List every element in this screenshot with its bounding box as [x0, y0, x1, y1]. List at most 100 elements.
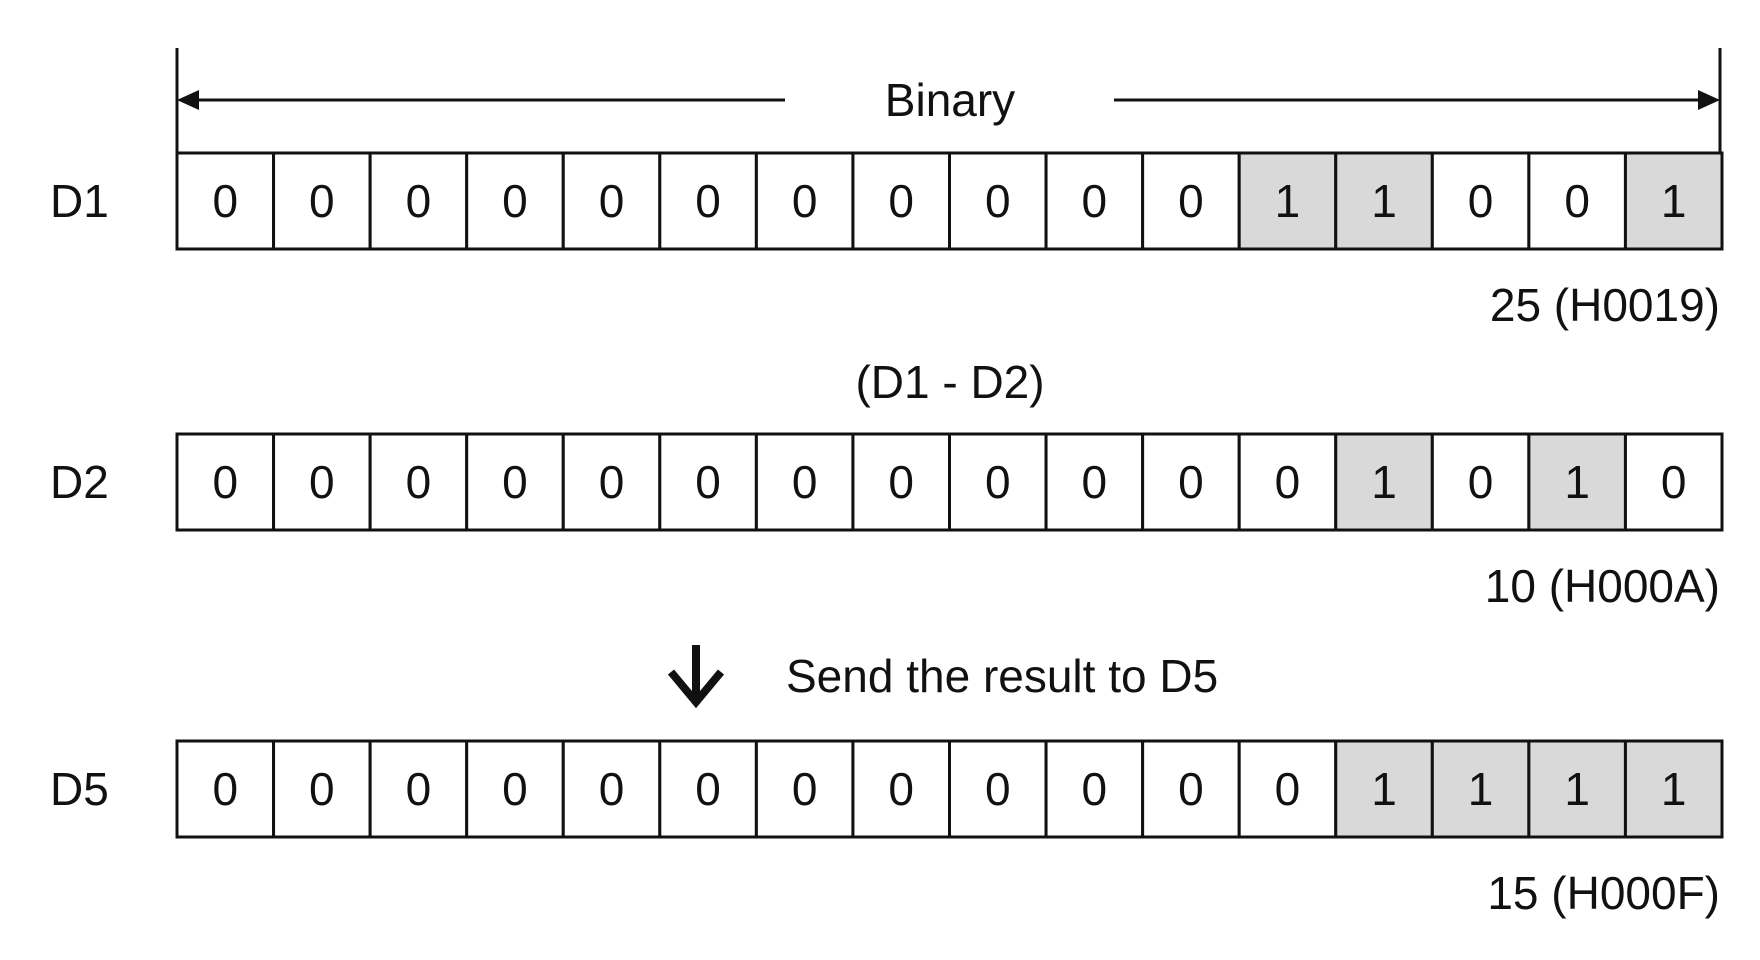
register-value-label: 15 (H000F) [1487, 867, 1720, 919]
bit-value: 0 [1468, 456, 1494, 508]
send-result-note: Send the result to D5 [786, 650, 1218, 702]
bit-cell [1237, 432, 1338, 532]
register-rows: D1 0 0 0 0 0 0 0 0 0 0 0 1 1 0 0 1 25 (H0019) D2 0 0 0 0 0 0 0 0 0 0… [50, 151, 1724, 919]
operation-label: (D1 - D2) [855, 356, 1044, 408]
span-left-arrowhead [177, 90, 199, 110]
bit-cell [175, 432, 276, 532]
bit-value: 0 [985, 175, 1011, 227]
bit-value: 0 [695, 456, 721, 508]
bit-cell [368, 739, 469, 839]
bit-cell [272, 151, 372, 251]
bit-cell [851, 739, 951, 839]
bit-value: 0 [1275, 456, 1301, 508]
register-name: D5 [50, 763, 109, 815]
bit-cell [658, 151, 758, 251]
bit-value: 0 [1178, 175, 1204, 227]
register-row-d1: D1 0 0 0 0 0 0 0 0 0 0 0 1 1 0 0 1 25 (H0019) [50, 151, 1724, 331]
bit-value: 0 [888, 763, 914, 815]
bit-value: 1 [1564, 763, 1590, 815]
bit-value: 0 [1082, 763, 1108, 815]
bit-cell [1141, 151, 1241, 251]
bit-cell [1430, 432, 1531, 532]
bit-cell [658, 432, 758, 532]
bit-value: 0 [212, 456, 238, 508]
bit-value: 1 [1371, 763, 1397, 815]
bit-cell [1334, 432, 1434, 532]
binary-span [175, 48, 1722, 152]
bit-value: 1 [1661, 763, 1687, 815]
bit-cell [1623, 151, 1724, 251]
bit-value: 0 [1082, 175, 1108, 227]
down-arrow-icon [667, 645, 725, 709]
register-value-label: 10 (H000A) [1485, 560, 1720, 612]
bit-cell [175, 151, 276, 251]
bit-value: 1 [1371, 175, 1397, 227]
bit-value: 0 [502, 175, 528, 227]
bit-cell [368, 432, 469, 532]
bit-value: 0 [309, 763, 335, 815]
bit-value: 0 [985, 456, 1011, 508]
bit-value: 0 [502, 763, 528, 815]
bit-value: 0 [599, 175, 625, 227]
bit-value: 0 [212, 175, 238, 227]
bit-value: 0 [888, 175, 914, 227]
bit-value: 0 [985, 763, 1011, 815]
bit-cell [754, 432, 855, 532]
bit-value: 1 [1661, 175, 1687, 227]
bit-cell [465, 432, 565, 532]
bit-cell [561, 151, 662, 251]
bit-value: 0 [406, 763, 432, 815]
bit-value: 0 [406, 175, 432, 227]
bit-cell [1334, 739, 1434, 839]
bit-cell [1527, 739, 1627, 839]
bit-value: 0 [792, 763, 818, 815]
bit-cell [368, 151, 469, 251]
bit-value: 0 [1564, 175, 1590, 227]
register-row-d5: D5 0 0 0 0 0 0 0 0 0 0 0 0 1 1 1 1 15 (H000F) [50, 739, 1724, 919]
bit-value: 1 [1564, 456, 1590, 508]
bit-value: 0 [1275, 763, 1301, 815]
bit-value: 0 [1661, 456, 1687, 508]
bit-value: 0 [1082, 456, 1108, 508]
bit-cell [561, 739, 662, 839]
bit-value: 0 [502, 456, 528, 508]
bit-value: 0 [695, 763, 721, 815]
bit-value: 0 [792, 175, 818, 227]
register-name: D2 [50, 456, 109, 508]
bit-value: 1 [1275, 175, 1301, 227]
span-right-arrowhead [1698, 90, 1720, 110]
bit-cell [1623, 432, 1724, 532]
bit-cell [1044, 432, 1145, 532]
bit-value: 0 [309, 175, 335, 227]
bit-cell [272, 739, 372, 839]
bit-cell [1430, 151, 1531, 251]
register-value-label: 25 (H0019) [1490, 279, 1720, 331]
bit-value: 0 [695, 175, 721, 227]
bit-value: 0 [599, 456, 625, 508]
bit-cell [1044, 739, 1145, 839]
bit-cell [948, 739, 1048, 839]
bit-value: 0 [1468, 175, 1494, 227]
bit-cell [465, 739, 565, 839]
bit-cell [1334, 151, 1434, 251]
bit-value: 0 [888, 456, 914, 508]
bit-cell [175, 739, 276, 839]
bit-cell [851, 432, 951, 532]
bit-cell [1623, 739, 1724, 839]
bit-cell [948, 432, 1048, 532]
bit-value: 0 [792, 456, 818, 508]
register-name: D1 [50, 175, 109, 227]
bit-cell [948, 151, 1048, 251]
binary-label: Binary [885, 74, 1015, 126]
bit-cell [1141, 739, 1241, 839]
bit-cell [465, 151, 565, 251]
bit-value: 0 [212, 763, 238, 815]
bit-value: 1 [1371, 456, 1397, 508]
bit-value: 1 [1468, 763, 1494, 815]
bit-value: 0 [1178, 763, 1204, 815]
bit-cell [561, 432, 662, 532]
bit-value: 0 [599, 763, 625, 815]
bit-value: 0 [1178, 456, 1204, 508]
